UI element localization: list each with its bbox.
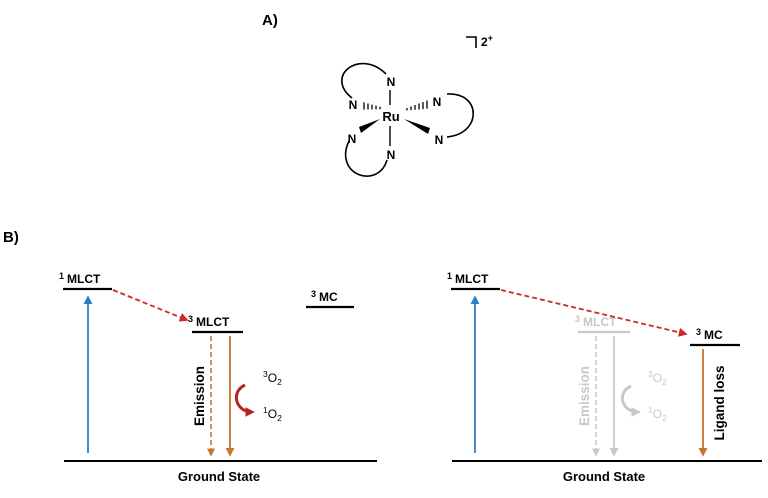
panel-b-label: B) [3,229,19,246]
right-singlet-oxygen-faded: 1O2 [648,405,667,423]
atom-n-bottom-left: N [348,132,357,146]
right-emission-label-faded: Emission [577,366,592,426]
atom-n-left: N [349,98,358,112]
left-triplet-oxygen: 3O2 [263,369,282,387]
chelate-arc-top-left [341,62,387,99]
atom-ru: Ru [382,109,399,124]
chelate-arc-right [446,93,474,138]
left-isc-arrow [112,289,189,322]
ru-complex-structure: 2+ Ru N N N N N N [341,33,493,177]
complex-charge: 2+ [481,33,493,49]
atom-n-right: N [433,95,442,109]
hashed-bond-left [363,102,381,110]
left-emission-label: Emission [192,366,207,426]
right-singlet-oxygen-arrow-faded [620,384,641,417]
charge-bracket [466,36,477,48]
right-ground-state-label: Ground State [563,469,645,484]
hashed-bond-right [406,100,428,111]
left-singlet-oxygen: 1O2 [263,405,282,423]
left-singlet-oxygen-arrow [234,383,255,417]
wedge-bond-right [404,119,430,134]
left-ground-state-label: Ground State [178,469,260,484]
chelate-arc-bottom-left [344,140,388,177]
atom-n-top: N [387,75,396,89]
atom-n-bottom: N [387,148,396,162]
right-ligand-loss-label: Ligand loss [712,365,727,440]
panel-a-label: A) [262,12,278,29]
wedge-bond-left [359,119,380,133]
atom-n-bottom-right: N [435,133,444,147]
right-triplet-oxygen-faded: 3O2 [648,369,667,387]
